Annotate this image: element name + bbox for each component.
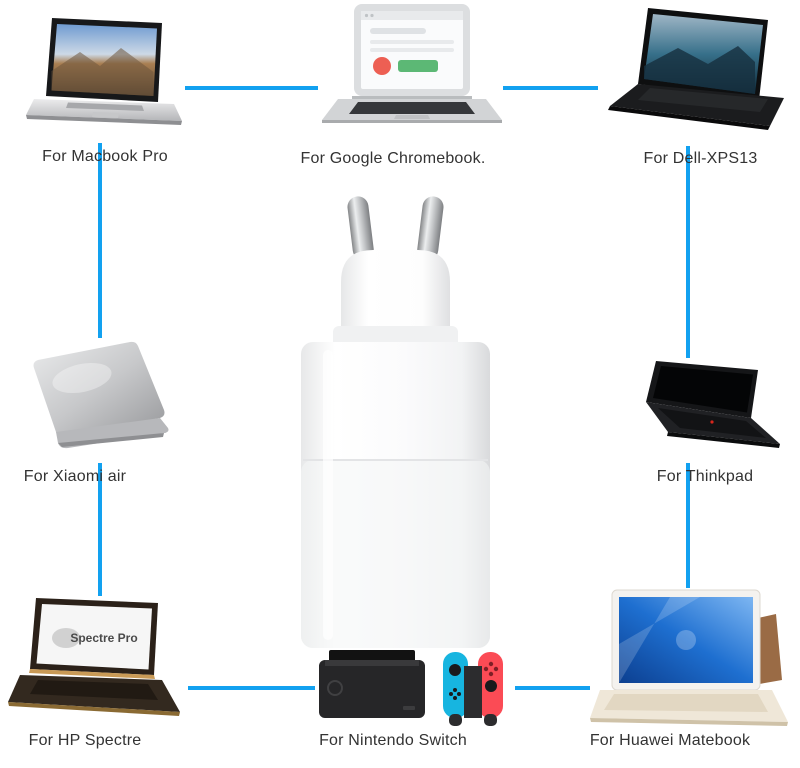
dell-xps13-image (598, 6, 793, 146)
macbook-pro-image (25, 8, 185, 143)
huawei-matebook-icon (590, 589, 788, 726)
device-label-nintendo-switch: For Nintendo Switch (319, 732, 467, 749)
thinkpad-icon (646, 361, 780, 448)
device-label-huawei-matebook: For Huawei Matebook (589, 732, 751, 749)
device-label-macbook-pro: For Macbook Pro (42, 148, 168, 165)
device-label-thinkpad: For Thinkpad (656, 468, 754, 485)
plug-pin-right (417, 196, 444, 261)
nintendo-switch-image (315, 648, 515, 728)
hp-spectre-icon: Spectre Pro (8, 598, 180, 716)
xiaomi-air-icon (33, 341, 169, 449)
dell-xps13-icon (608, 8, 784, 130)
nintendo-switch-icon (315, 648, 515, 728)
thinkpad-image (628, 358, 793, 463)
xiaomi-air-image (12, 338, 177, 463)
macbook-pro-icon (26, 18, 182, 125)
device-label-google-chromebook: For Google Chromebook. (300, 150, 486, 167)
device-label-hp-spectre: For HP Spectre (28, 732, 142, 749)
hp-spectre-image: Spectre Pro (8, 596, 188, 728)
device-label-xiaomi-air: For Xiaomi air (23, 468, 127, 485)
plug-pin-left (347, 196, 374, 261)
huawei-matebook-image (590, 588, 790, 730)
device-label-dell-xps13: For Dell-XPS13 (643, 150, 758, 167)
hp-screen-text: Spectre Pro (70, 631, 137, 645)
eu-wall-charger-icon (301, 196, 490, 648)
google-chromebook-image (318, 2, 503, 137)
chromebook-icon (322, 4, 502, 123)
eu-wall-charger-image (293, 190, 498, 650)
